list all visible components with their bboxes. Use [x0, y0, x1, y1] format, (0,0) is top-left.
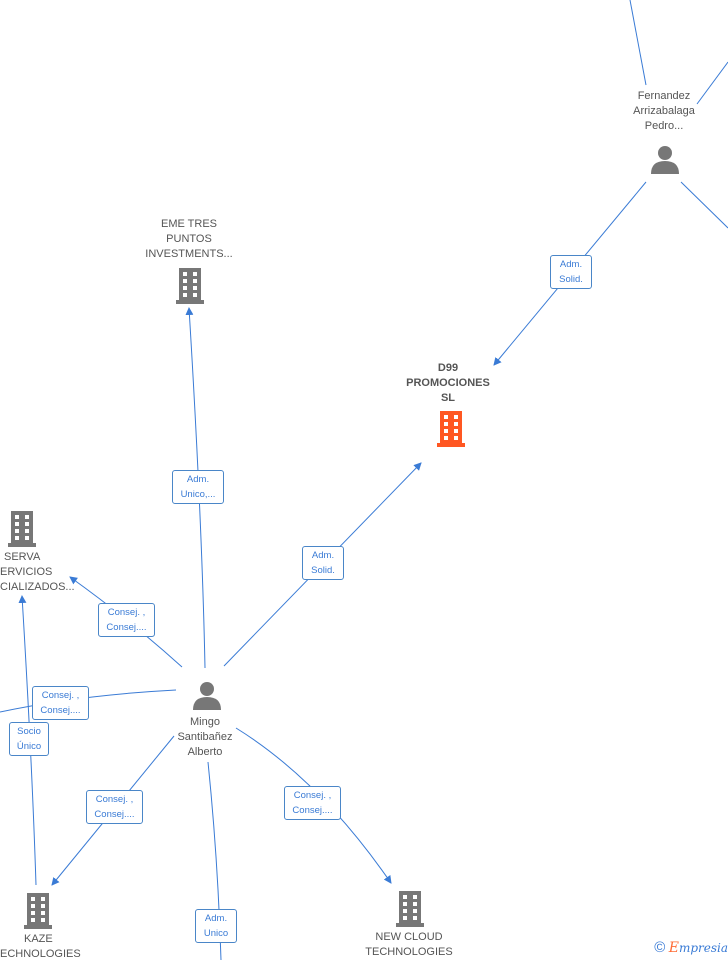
label-line: Consej....: [40, 705, 81, 716]
label-line: Consej....: [106, 622, 147, 633]
edge-label-mingo-d99[interactable]: Adm. Solid.: [302, 546, 344, 580]
edge-label-mingo-serva[interactable]: Consej. , Consej....: [98, 603, 155, 637]
label-line: Adm.: [186, 474, 210, 485]
label-line: Solid.: [559, 274, 583, 285]
label-line: Unico,...: [180, 489, 216, 500]
label-line: Fernandez: [637, 90, 691, 102]
node-label-kaze[interactable]: KAZE ECHNOLOGIES: [0, 932, 81, 962]
label-line: SERVA: [4, 551, 41, 563]
label-line: KAZE: [24, 933, 53, 945]
label-line: Consej. ,: [107, 607, 146, 618]
label-line: SL: [440, 392, 456, 404]
label-line: D99: [437, 362, 459, 374]
edge-label-mingo-kaze[interactable]: Consej. , Consej....: [86, 790, 143, 824]
label-line: Pedro...: [644, 120, 684, 132]
building-icon-d99[interactable]: [436, 411, 466, 447]
label-line: ERVICIOS: [0, 566, 53, 578]
label-line: Adm.: [311, 550, 335, 561]
edge-label-mingo-bottom[interactable]: Adm. Unico: [195, 909, 237, 943]
label-line: CIALIZADOS...: [0, 581, 75, 593]
building-icon-newcloud[interactable]: [396, 891, 424, 927]
node-label-serva[interactable]: SERVA ERVICIOS CIALIZADOS...: [0, 550, 76, 595]
edge-label-socio[interactable]: Socio Único: [9, 722, 49, 756]
brand-logo-initial: E: [668, 940, 679, 956]
brand-logo-text: mpresia: [678, 941, 728, 955]
copyright-icon: ©: [654, 939, 666, 956]
brand-watermark: © Empresia: [654, 939, 728, 956]
label-line: Mingo: [190, 716, 220, 728]
node-label-d99[interactable]: D99 PROMOCIONES SL: [388, 361, 508, 406]
node-label-fernandez[interactable]: Fernandez Arrizabalaga Pedro...: [614, 89, 714, 134]
label-line: EME TRES: [160, 218, 218, 230]
node-label-mingo[interactable]: Mingo Santibañez Alberto: [155, 715, 255, 760]
label-line: TECHNOLOGIES: [365, 946, 453, 958]
edge-top-fernandez: [629, 0, 647, 86]
label-line: NEW CLOUD: [375, 931, 443, 943]
label-line: PUNTOS: [166, 233, 212, 245]
building-icon-serva[interactable]: [8, 511, 36, 547]
building-icon-eme[interactable]: [176, 268, 204, 304]
node-label-newcloud[interactable]: NEW CLOUD TECHNOLOGIES: [349, 930, 469, 960]
edge-label-mingo-eme[interactable]: Adm. Unico,...: [172, 470, 224, 504]
label-line: Alberto: [187, 746, 223, 758]
label-line: ECHNOLOGIES: [0, 948, 81, 960]
label-line: Único: [16, 741, 42, 752]
label-line: Unico: [203, 928, 229, 939]
label-line: PROMOCIONES: [406, 377, 490, 389]
person-icon-mingo[interactable]: [192, 680, 222, 710]
edge-label-fernandez-d99[interactable]: Adm. Solid.: [550, 255, 592, 289]
label-line: Adm.: [204, 913, 228, 924]
edge-label-mingo-left[interactable]: Consej. , Consej....: [32, 686, 89, 720]
label-line: Consej....: [292, 805, 333, 816]
edge-fernandez-right-down: [680, 181, 728, 229]
edge-label-mingo-newcloud[interactable]: Consej. , Consej....: [284, 786, 341, 820]
person-icon-fernandez[interactable]: [650, 144, 680, 174]
label-line: Adm.: [559, 259, 583, 270]
label-line: Consej. ,: [41, 690, 80, 701]
label-line: Santibañez: [177, 731, 233, 743]
label-line: Arrizabalaga: [633, 105, 695, 117]
edge-right-fernandez: [696, 61, 728, 105]
label-line: Socio: [17, 726, 41, 737]
label-line: Consej....: [94, 809, 135, 820]
node-label-eme[interactable]: EME TRES PUNTOS INVESTMENTS...: [129, 217, 249, 262]
label-line: INVESTMENTS...: [145, 248, 233, 260]
label-line: Consej. ,: [95, 794, 134, 805]
label-line: Consej. ,: [293, 790, 332, 801]
building-icon-kaze[interactable]: [24, 893, 52, 929]
label-line: Solid.: [311, 565, 335, 576]
